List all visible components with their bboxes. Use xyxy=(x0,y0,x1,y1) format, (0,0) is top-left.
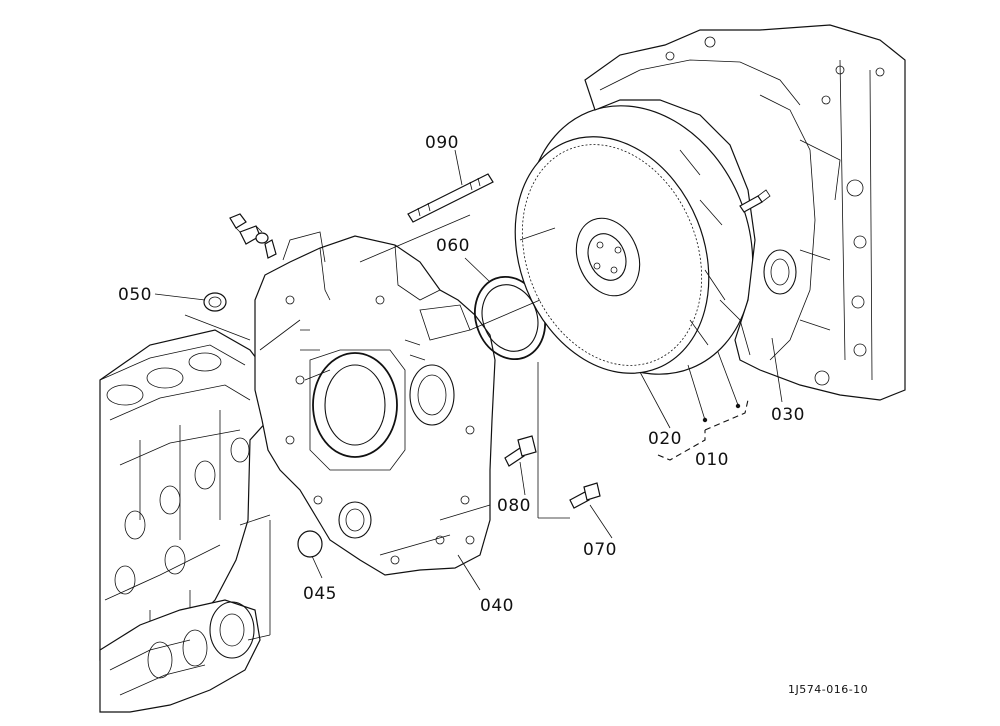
flywheel xyxy=(514,105,754,375)
leader-dot xyxy=(702,417,708,423)
transmission-housing xyxy=(584,24,906,401)
engine-block xyxy=(99,329,269,661)
callout-050: 050 xyxy=(118,285,152,305)
leader-dot xyxy=(735,403,741,409)
callout-045: 045 xyxy=(303,584,337,604)
callout-080: 080 xyxy=(497,496,531,516)
callout-090: 090 xyxy=(425,133,459,153)
bolt-080 xyxy=(504,435,537,467)
callout-030: 030 xyxy=(771,405,805,425)
callout-040: 040 xyxy=(480,596,514,616)
callout-070: 070 xyxy=(583,540,617,560)
callout-010: 010 xyxy=(695,450,729,470)
stud-bolt xyxy=(407,173,494,223)
drawing-code: 1J574-016-10 xyxy=(788,683,868,696)
plug-050 xyxy=(203,292,227,312)
bolt-070 xyxy=(569,482,601,509)
assembly-lines xyxy=(184,214,570,641)
callout-060: 060 xyxy=(436,236,470,256)
callout-020: 020 xyxy=(648,429,682,449)
leader-lines xyxy=(154,149,783,591)
sensor-unit xyxy=(229,213,277,259)
crankshaft xyxy=(99,599,261,713)
plug-045 xyxy=(297,530,323,558)
flywheel-housing xyxy=(254,231,496,576)
